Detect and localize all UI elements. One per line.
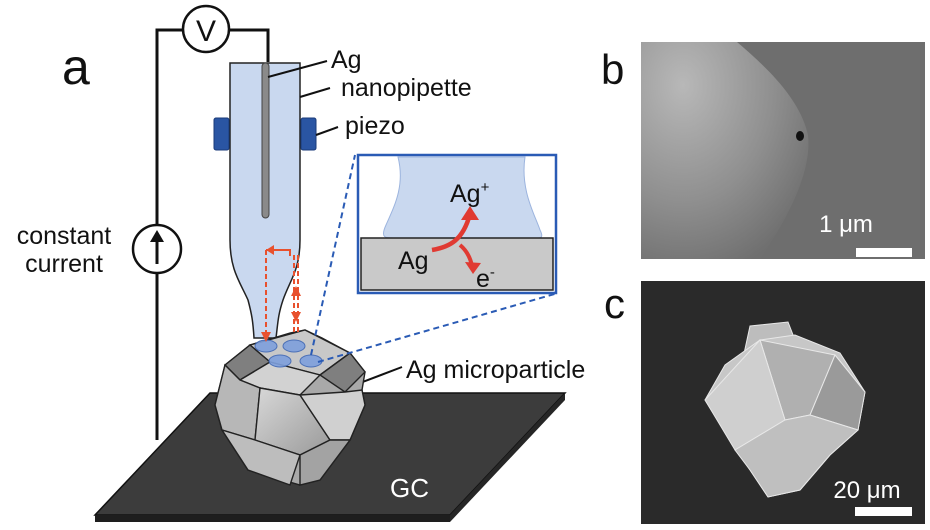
nanopipette <box>229 62 301 339</box>
pipette-orifice <box>796 131 804 141</box>
scale-bar-b <box>856 248 912 257</box>
ag-wire <box>261 62 270 219</box>
circuit-wires <box>155 28 270 440</box>
scan-arrowheads <box>261 245 301 342</box>
panel-a: a V constant current GC <box>17 4 585 522</box>
gc-label: GC <box>390 473 429 503</box>
inset-product-ion: Ag+ <box>450 179 490 208</box>
panel-b-letter: b <box>601 46 624 93</box>
contact-spots <box>254 339 323 368</box>
nanopipette-label: nanopipette <box>341 74 472 102</box>
leader-lines <box>267 60 403 384</box>
reaction-inset: Ag+ Ag e- <box>356 153 558 295</box>
constant-current-label-1: constant <box>17 222 112 250</box>
panel-a-letter: a <box>62 39 90 95</box>
panel-b: b 1 μm <box>601 42 925 259</box>
current-source-icon <box>131 223 183 275</box>
panel-c: c 20 μm <box>604 280 925 524</box>
ag-wire-label: Ag <box>331 46 362 74</box>
scale-bar-c <box>855 507 912 516</box>
ag-microparticle-label: Ag microparticle <box>406 356 585 384</box>
inset-electron: e- <box>476 264 495 293</box>
scale-bar-label-c: 20 μm <box>833 477 900 504</box>
sem-image-nanopipette-tip <box>641 42 925 259</box>
ag-microparticle <box>214 329 366 486</box>
inset-reactant: Ag <box>398 247 429 275</box>
voltmeter-icon: V <box>181 4 231 54</box>
constant-current-label-2: current <box>25 250 103 278</box>
inset-connector-lines <box>310 154 559 363</box>
panel-c-letter: c <box>604 280 625 327</box>
scale-bar-label-b: 1 μm <box>819 211 873 238</box>
sem-image-ag-microparticle <box>641 281 925 524</box>
piezo-label: piezo <box>345 112 405 140</box>
voltmeter-label: V <box>196 15 216 48</box>
piezo-left <box>213 117 230 151</box>
piezo-right <box>300 117 317 151</box>
